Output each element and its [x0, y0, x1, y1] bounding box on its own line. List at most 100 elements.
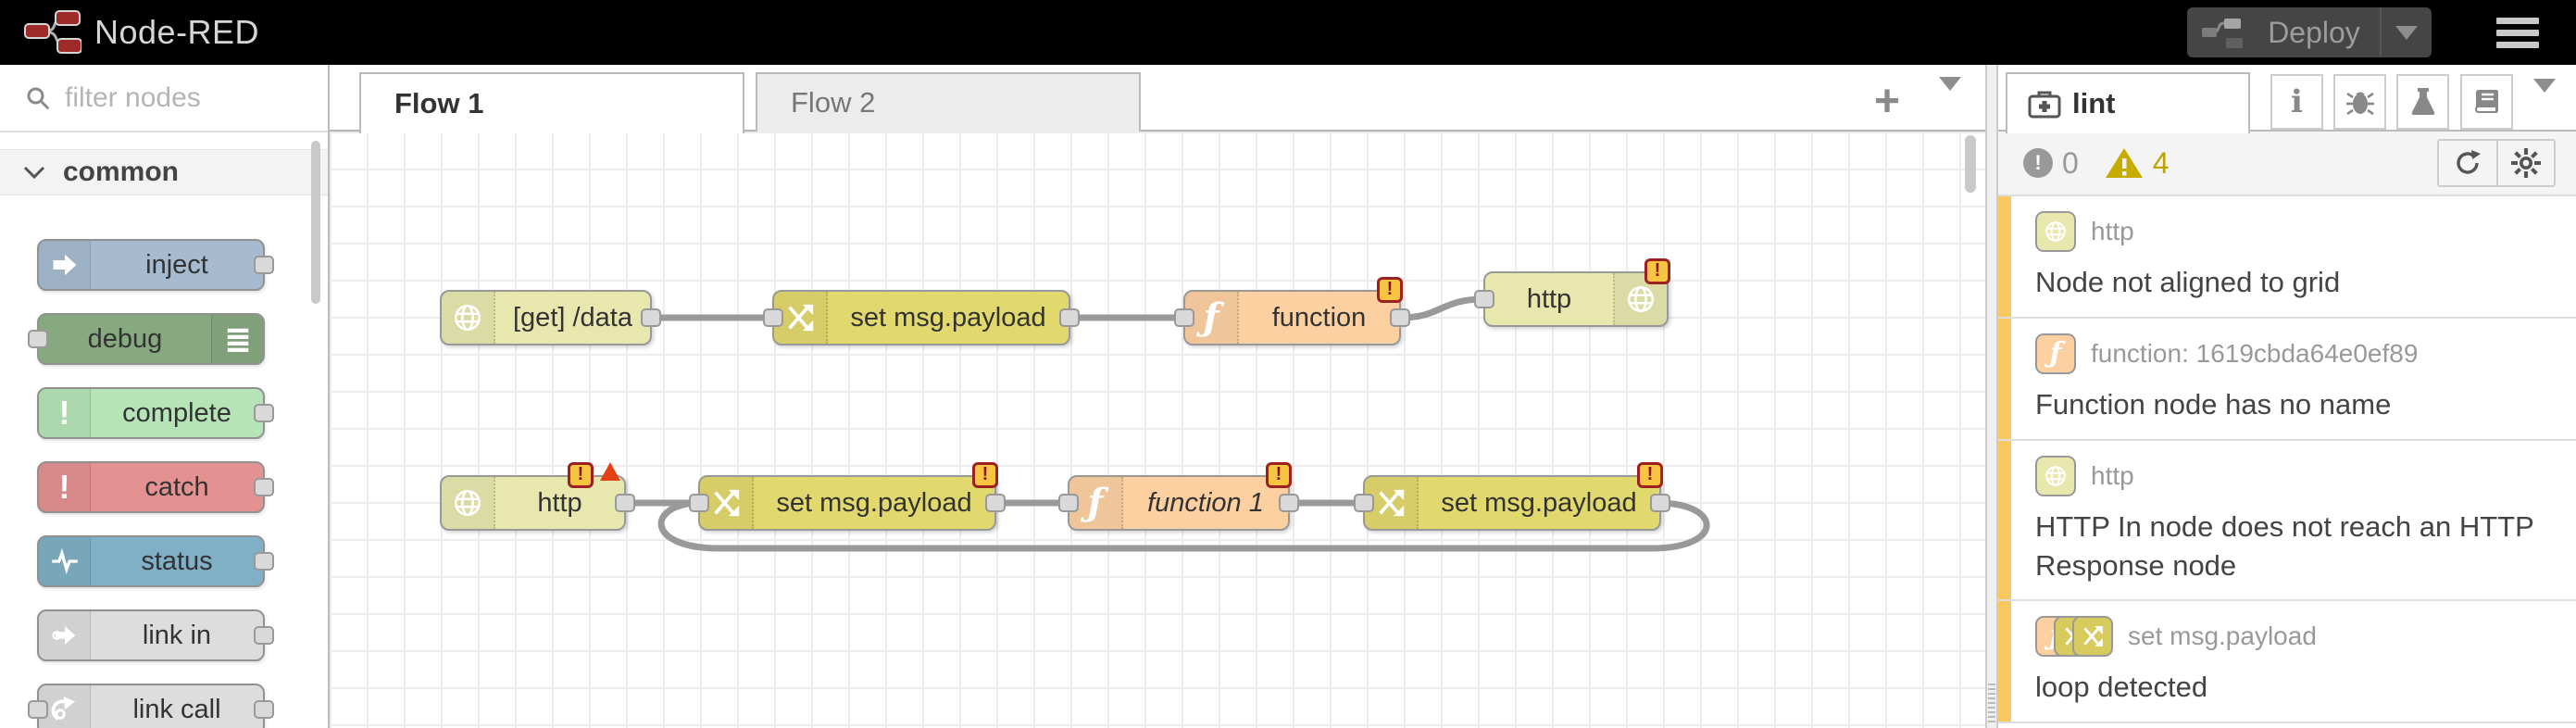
node-icon-section — [442, 477, 495, 529]
output-port[interactable] — [985, 494, 1006, 512]
palette-node-link-call[interactable]: link call — [28, 684, 274, 728]
node-icon-section: ! — [39, 389, 91, 437]
warning-count: 4 — [2152, 145, 2170, 180]
http-node-mini-icon — [2035, 211, 2076, 252]
flow-node-label: set msg.payload — [1441, 487, 1637, 518]
change-icon — [784, 302, 816, 333]
palette-node-status[interactable]: status — [37, 535, 274, 587]
filter-nodes-input[interactable] — [65, 82, 278, 114]
flow-node-label: function — [1271, 302, 1367, 333]
tab-debug[interactable] — [2333, 74, 2386, 130]
canvas-scrollbar[interactable] — [1965, 135, 1976, 193]
input-port[interactable] — [28, 700, 48, 719]
sidebar-tab-list-button[interactable] — [2533, 79, 2556, 109]
warning-stripe — [1998, 601, 2011, 722]
input-port[interactable] — [1354, 494, 1374, 512]
app-header: Node-RED Deploy — [0, 0, 2576, 65]
deploy-icon — [2202, 19, 2243, 48]
main-menu-button[interactable] — [2496, 12, 2539, 54]
flow-node-http-response[interactable]: http! — [1474, 258, 1670, 327]
lint-toolbar — [2437, 139, 2556, 187]
input-port[interactable] — [1174, 308, 1194, 327]
palette-category-common[interactable]: common — [0, 149, 328, 195]
change-icon — [1375, 487, 1407, 519]
sidebar-splitter[interactable] — [1985, 65, 1998, 728]
refresh-icon — [2457, 150, 2481, 174]
flow-node-http-in-get-data[interactable]: [get] /data — [440, 290, 661, 345]
output-port[interactable] — [615, 494, 635, 512]
output-port[interactable] — [641, 308, 661, 327]
output-port[interactable] — [254, 256, 274, 274]
flow-node-http-in-2[interactable]: http! — [440, 462, 635, 531]
tab-tests[interactable] — [2396, 74, 2449, 130]
issue-node-label: set msg.payload — [2128, 621, 2317, 651]
palette-node-debug[interactable]: debug — [28, 313, 265, 365]
chevron-down-icon — [2395, 25, 2418, 40]
warning-badge-icon: ! — [1377, 277, 1403, 303]
palette-node-catch[interactable]: !catch — [37, 461, 274, 513]
flow-node-change-3[interactable]: set msg.payload! — [1354, 462, 1670, 531]
output-port[interactable] — [1059, 308, 1080, 327]
flow-tab-Flow-2[interactable]: Flow 2 — [756, 72, 1141, 132]
input-port[interactable] — [28, 330, 48, 348]
flow-node-label: http — [537, 487, 582, 518]
flow-tab-Flow-1[interactable]: Flow 1 — [359, 72, 744, 133]
palette-node-complete[interactable]: !complete — [37, 387, 274, 439]
palette-node-label: inject — [145, 249, 208, 280]
wire[interactable] — [657, 499, 1710, 552]
output-port[interactable] — [1650, 494, 1670, 512]
deploy-label: Deploy — [2268, 15, 2360, 49]
flow-list-button[interactable] — [1939, 77, 1961, 107]
input-port[interactable] — [1474, 290, 1494, 308]
deploy-options-button[interactable] — [2380, 7, 2432, 57]
node-icon-section — [39, 611, 91, 659]
input-port[interactable] — [689, 494, 709, 512]
palette-item-list: inject debug !complete !catch status link in l… — [0, 65, 328, 728]
output-port[interactable] — [254, 626, 274, 645]
output-port[interactable] — [1390, 308, 1410, 327]
tab-help[interactable] — [2460, 74, 2513, 130]
deploy-button[interactable]: Deploy — [2187, 7, 2432, 57]
input-port[interactable] — [763, 308, 783, 327]
input-port[interactable] — [1058, 494, 1079, 512]
tab-info[interactable]: i — [2270, 74, 2323, 130]
bug-icon — [2345, 92, 2374, 116]
function-icon: ƒ — [1087, 481, 1104, 524]
palette-scrollbar[interactable] — [311, 141, 320, 304]
palette-node-link-in[interactable]: link in — [37, 609, 274, 661]
flow-node-change-2[interactable]: set msg.payload! — [689, 462, 1006, 531]
function-node-mini-icon: ƒ — [2035, 333, 2076, 374]
add-flow-button[interactable]: + — [1874, 77, 1901, 126]
settings-button[interactable] — [2496, 141, 2554, 185]
refresh-button[interactable] — [2439, 141, 2496, 185]
output-port[interactable] — [254, 478, 274, 496]
http-node-mini-icon — [2035, 455, 2076, 496]
node-icon-section — [39, 241, 91, 289]
output-port[interactable] — [254, 404, 274, 422]
palette-search — [0, 65, 328, 132]
output-port[interactable] — [254, 552, 274, 571]
change-icon — [2081, 624, 2105, 648]
wire[interactable] — [1397, 295, 1487, 321]
main-area: common inject debug !complete !catch status l… — [0, 65, 2576, 728]
output-port[interactable] — [254, 700, 274, 719]
palette-node-inject[interactable]: inject — [37, 239, 274, 291]
issue-message: loop detected — [2035, 671, 2208, 704]
tab-lint[interactable]: lint — [2006, 72, 2250, 133]
exclamation-icon: ! — [58, 394, 70, 432]
issue-message: HTTP In node does not reach an HTTP Resp… — [2035, 509, 2534, 582]
exclamation-icon: ! — [58, 468, 70, 506]
palette-node-label: link call — [132, 694, 221, 724]
output-port[interactable] — [1279, 494, 1299, 512]
flow-node-change-1[interactable]: set msg.payload — [763, 290, 1080, 345]
